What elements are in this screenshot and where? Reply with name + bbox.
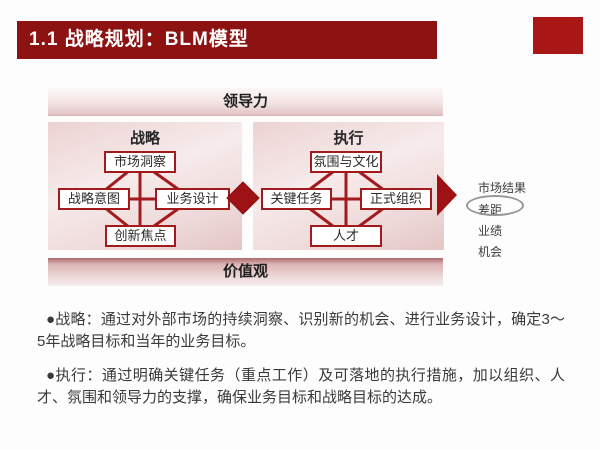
leadership-bar: 领导力 [48,88,443,116]
node-strategic-intent: 战略意图 [58,188,130,210]
execution-panel: 执行 氛围与文化 关键任务 正式组织 人才 [253,122,444,250]
execution-panel-title: 执行 [333,130,364,147]
accent-square [533,17,583,54]
node-formal-organization: 正式组织 [360,188,432,210]
page-title: 1.1 战略规划：BLM模型 [17,21,437,59]
values-bar: 价值观 [48,258,443,286]
result-performance: 业绩 [478,224,503,238]
result-opportunity: 机会 [478,245,503,259]
notes-block: ●战略：通过对外部市场的持续洞察、识别新的机会、进行业务设计，确定3～5年战略目… [37,309,565,409]
right-arrow-icon [437,174,457,216]
result-market-results: 市场结果 [478,181,527,195]
node-talent: 人才 [310,225,382,247]
node-business-design: 业务设计 [155,188,230,210]
diamond-connector-icon [226,181,260,215]
node-innovation-focus: 创新焦点 [105,225,176,247]
gap-highlight-ellipse [466,195,524,216]
strategy-panel-title: 战略 [129,130,160,147]
node-key-tasks: 关键任务 [261,188,332,210]
node-climate-culture: 氛围与文化 [310,151,382,173]
note-execution: ●执行：通过明确关键任务（重点工作）及可落地的执行措施，加以组织、人才、氛围和领… [37,367,565,406]
note-strategy: ●战略：通过对外部市场的持续洞察、识别新的机会、进行业务设计，确定3～5年战略目… [37,311,565,350]
strategy-panel: 战略 市场洞察 战略意图 业务设计 创新焦点 [48,122,242,250]
node-market-insight: 市场洞察 [104,151,176,173]
